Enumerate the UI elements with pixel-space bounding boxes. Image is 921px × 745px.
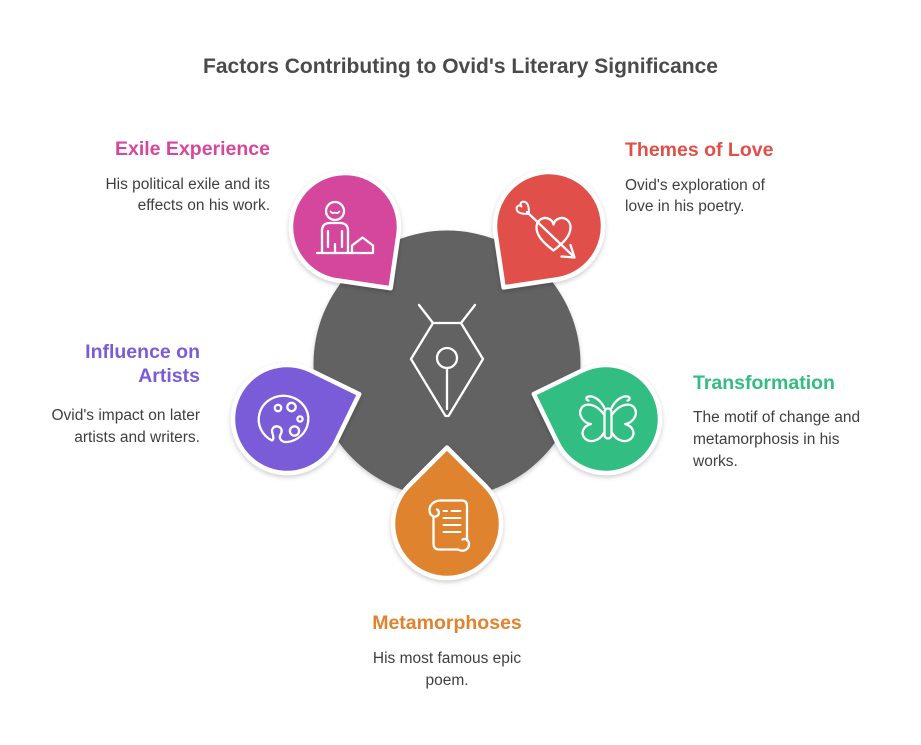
scroll-icon — [428, 499, 471, 552]
desc-line: effects on his work. — [137, 197, 270, 214]
desc-line: The motif of change and — [693, 409, 861, 426]
factor-label-metamorphoses: Metamorphoses — [372, 612, 522, 634]
palette-icon — [257, 394, 310, 444]
pen-nib-icon — [409, 303, 485, 418]
factor-desc-transformation: The motif of change and metamorphosis in… — [693, 407, 860, 473]
petal-metamorphoses — [390, 445, 504, 581]
desc-line: Ovid's impact on later — [51, 407, 200, 424]
desc-line: His political exile and its — [105, 176, 270, 193]
petal-themes-of-love — [492, 169, 606, 290]
factor-desc-exile-experience: His political exile and its effects on h… — [105, 174, 270, 216]
heart-arrow-icon — [515, 200, 576, 259]
factor-desc-metamorphoses: His most famous epic poem. — [297, 648, 597, 692]
factor-label-transformation: Transformation — [693, 372, 835, 394]
desc-line: His most famous epic — [372, 650, 522, 667]
factor-label-exile-experience: Exile Experience — [114, 138, 270, 160]
petal-exile-experience — [288, 170, 402, 291]
desc-line: metamorphosis in his — [693, 431, 840, 448]
desc-line: works. — [693, 453, 738, 470]
desc-line: love in his poetry. — [625, 198, 745, 215]
desc-line: Ovid's exploration of — [625, 177, 765, 194]
factor-desc-themes-of-love: Ovid's exploration of love in his poetry… — [625, 175, 765, 217]
desc-line: artists and writers. — [74, 429, 200, 446]
butterfly-icon — [579, 395, 637, 443]
factor-label-influence-on-artists: Influence on Artists — [85, 341, 200, 387]
factor-label-themes-of-love: Themes of Love — [625, 139, 774, 161]
petal-transformation — [531, 362, 663, 476]
petal-influence-on-artists — [230, 362, 362, 476]
factor-desc-influence-on-artists: Ovid's impact on later artists and write… — [51, 405, 200, 449]
person-house-icon — [315, 200, 375, 255]
page-title: Factors Contributing to Ovid's Literary … — [203, 55, 718, 78]
desc-line: poem. — [425, 672, 469, 689]
center-circle — [313, 230, 581, 498]
